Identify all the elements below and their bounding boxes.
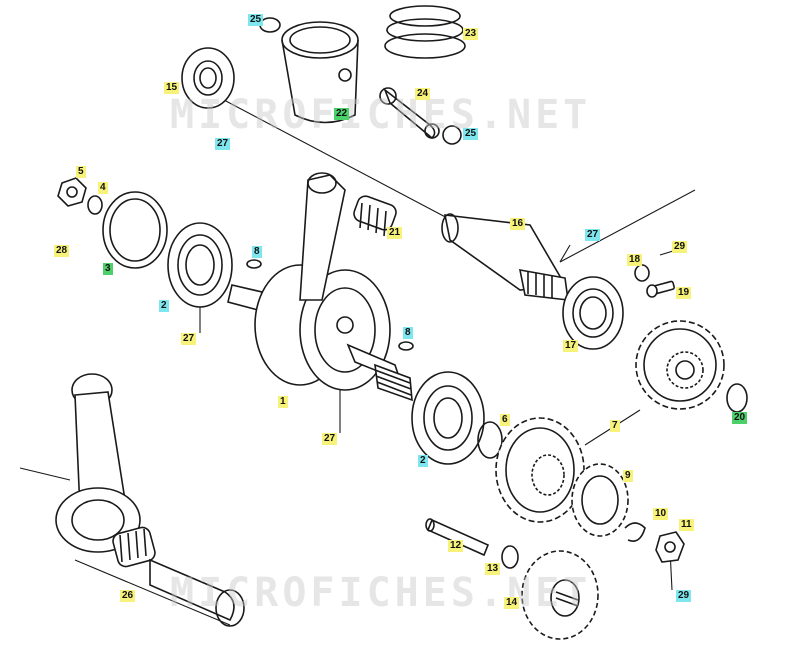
callout-29: 29 <box>672 241 688 253</box>
washer-6 <box>477 421 503 459</box>
callout-8: 8 <box>403 327 413 339</box>
callout-13: 13 <box>485 563 501 575</box>
nut-11-hole <box>664 541 676 553</box>
needle-bearing-21 <box>353 195 397 237</box>
callout-7: 7 <box>610 420 620 432</box>
callout-15: 15 <box>164 82 180 94</box>
callout-4: 4 <box>98 182 108 194</box>
callout-11: 11 <box>679 519 694 531</box>
nut-5 <box>57 177 87 207</box>
bearing-2-right <box>411 371 485 465</box>
key-8-right <box>398 341 414 351</box>
bolt-19 <box>646 280 675 298</box>
oil-seal-3 <box>102 191 168 269</box>
callout-29: 29 <box>676 590 692 602</box>
bearing-17 <box>562 276 624 350</box>
crankshaft <box>227 172 413 402</box>
piston-pin <box>379 87 440 140</box>
callout-25: 25 <box>248 14 264 26</box>
washer-4 <box>87 195 103 215</box>
callout-2: 2 <box>418 455 428 467</box>
piston <box>281 21 359 124</box>
callout-21: 21 <box>387 227 403 239</box>
callout-25: 25 <box>463 128 479 140</box>
callout-20: 20 <box>732 412 748 424</box>
callout-28: 28 <box>54 245 70 257</box>
callout-27: 27 <box>181 333 197 345</box>
primary-gear <box>495 417 585 523</box>
shaft-16 <box>441 213 569 301</box>
callout-14: 14 <box>504 597 520 609</box>
callout-23: 23 <box>463 28 479 40</box>
callout-27: 27 <box>585 229 601 241</box>
connecting-rod-26 <box>55 373 245 627</box>
callout-19: 19 <box>676 287 692 299</box>
bearing-2-left <box>167 222 233 308</box>
callout-6: 6 <box>500 414 510 426</box>
gear-14 <box>521 550 599 640</box>
callout-3: 3 <box>103 263 113 275</box>
washer-13 <box>501 545 519 569</box>
circlip-right <box>442 125 462 145</box>
callout-1: 1 <box>278 396 288 408</box>
washer-18 <box>634 264 650 282</box>
callout-27: 27 <box>322 433 338 445</box>
bearing-15 <box>181 47 235 109</box>
callout-22: 22 <box>334 108 350 120</box>
gear-9 <box>571 463 629 537</box>
circlip-20 <box>726 383 748 413</box>
watermark-bottom: MICROFICHES.NET <box>170 570 592 616</box>
nut-11 <box>655 531 685 563</box>
callout-2: 2 <box>159 300 169 312</box>
gear-7 <box>635 320 725 410</box>
watermark-top: MICROFICHES.NET <box>170 92 592 138</box>
callout-27: 27 <box>215 138 231 150</box>
callout-12: 12 <box>448 540 464 552</box>
pin-12 <box>425 518 490 557</box>
callout-8: 8 <box>252 246 262 258</box>
piston-rings <box>384 5 466 59</box>
callout-9: 9 <box>623 470 633 482</box>
callout-16: 16 <box>510 218 526 230</box>
callout-26: 26 <box>120 590 136 602</box>
circlip-10 <box>624 522 646 542</box>
callout-17: 17 <box>563 340 579 352</box>
callout-18: 18 <box>627 254 643 266</box>
nut-5-hole <box>66 186 78 198</box>
callout-5: 5 <box>76 166 86 178</box>
key-8-left <box>246 259 262 269</box>
callout-10: 10 <box>653 508 669 520</box>
callout-24: 24 <box>415 88 431 100</box>
